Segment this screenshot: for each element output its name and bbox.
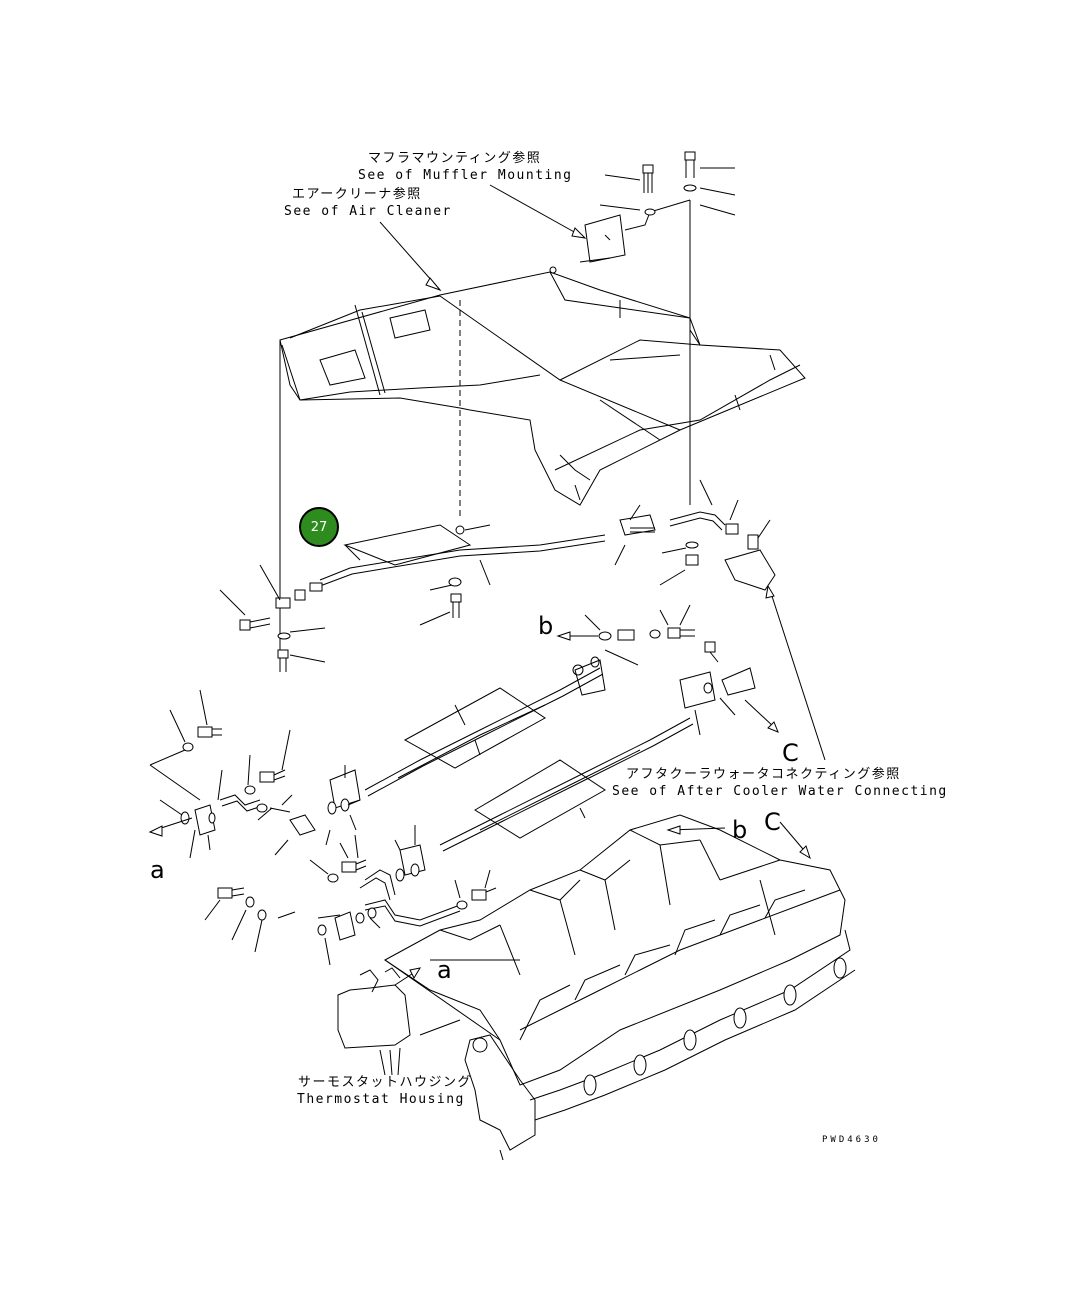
muffler-label-en: See of Muffler Mounting — [358, 168, 573, 183]
air-cleaner-label-en: See of Air Cleaner — [284, 204, 452, 219]
mid-clamps — [325, 765, 361, 846]
thermostat-label-jp: サーモスタットハウジング — [298, 1075, 473, 1090]
b-fittings — [556, 604, 719, 666]
aftercooler-label-jp: アフタクーラウォータコネクティング参照 — [626, 767, 901, 782]
lower-bracket — [204, 825, 497, 966]
upper-bolts — [599, 151, 736, 216]
muffler-label-jp: マフラマウンティング参照 — [368, 151, 542, 166]
part-number-badge[interactable]: 27 — [299, 507, 339, 547]
thermostat-housing — [337, 967, 461, 1076]
long-pipe-1 — [364, 656, 606, 797]
callout-c-pipe: C — [782, 739, 799, 767]
right-tube — [614, 479, 776, 591]
callout-b-pipe: b — [538, 612, 554, 640]
callout-c-engine: C — [764, 808, 781, 836]
muffler-bracket — [579, 199, 691, 263]
callout-a-left: a — [150, 856, 165, 884]
engine-block — [384, 814, 856, 1161]
callout-a-engine: a — [437, 956, 452, 984]
air-cleaner-label-jp: エアークリーナ参照 — [292, 187, 422, 202]
cover-plate — [279, 266, 806, 506]
thermostat-label-en: Thermostat Housing — [297, 1092, 465, 1107]
muffler-leader — [489, 184, 586, 239]
drawing-code: PWD4630 — [822, 1135, 881, 1145]
left-fittings — [148, 689, 316, 859]
callout-b-engine: b — [732, 816, 748, 844]
middle-pipe — [219, 524, 606, 672]
aftercooler-label-en: See of After Cooler Water Connecting — [612, 784, 948, 799]
long-pipe-2 — [439, 667, 779, 852]
